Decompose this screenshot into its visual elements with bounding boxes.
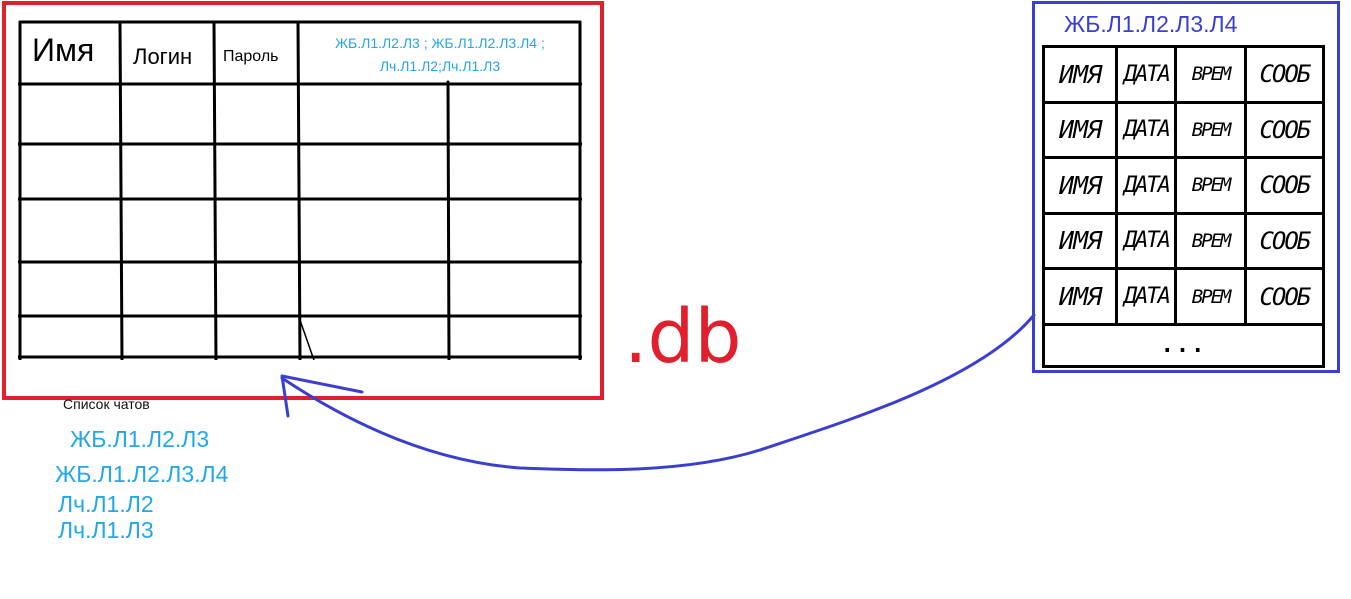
cell-message: СООБ <box>1243 156 1326 215</box>
chat-file-title: ЖБ.Л1.Л2.Л3.Л4 <box>1064 11 1238 37</box>
cell-time: ВРЕМ <box>1174 156 1247 215</box>
cell-message: СООБ <box>1243 100 1326 160</box>
cell-name: ИМЯ <box>1041 45 1119 104</box>
cell-time: ВРЕМ <box>1174 267 1247 326</box>
grid-line <box>299 319 315 360</box>
chat-list-item: Лч.Л1.Л2 <box>58 491 154 517</box>
cell-date: ДАТА <box>1115 100 1178 160</box>
grid-line <box>212 20 218 360</box>
table-row: ИМЯ ДАТА ВРЕМ СООБ <box>1041 267 1326 326</box>
chat-messages-table: ИМЯ ДАТА ВРЕМ СООБ ИМЯ ДАТА ВРЕМ СООБ ИМ… <box>1041 45 1326 369</box>
cell-date: ДАТА <box>1115 156 1178 215</box>
cell-date: ДАТА <box>1115 267 1178 326</box>
cell-name: ИМЯ <box>1041 100 1119 160</box>
column-header-chats: ЖБ.Л1.Л2.Л3 ; ЖБ.Л1.Л2.Л3.Л4 ; Лч.Л1.Л2;… <box>335 35 545 74</box>
column-header-login: Логин <box>133 44 193 69</box>
cell-time: ВРЕМ <box>1174 100 1247 160</box>
cell-message: СООБ <box>1243 45 1326 104</box>
db-extension-label: .db <box>624 294 742 380</box>
cell-name: ИМЯ <box>1041 156 1119 215</box>
chat-list-item: ЖБ.Л1.Л2.Л3.Л4 <box>55 461 229 487</box>
cell-time: ВРЕМ <box>1174 45 1247 104</box>
cell-message: СООБ <box>1243 211 1326 271</box>
table-row: ИМЯ ДАТА ВРЕМ СООБ <box>1041 156 1326 215</box>
table-row: ИМЯ ДАТА ВРЕМ СООБ <box>1041 211 1326 271</box>
cell-message: СООБ <box>1243 267 1326 326</box>
cell-name: ИМЯ <box>1041 211 1119 271</box>
cell-name: ИМЯ <box>1041 267 1119 326</box>
column-header-name: Имя <box>32 32 95 68</box>
grid-line <box>118 20 124 360</box>
table-row: ИМЯ ДАТА ВРЕМ СООБ <box>1041 100 1326 160</box>
cell-date: ДАТА <box>1115 211 1178 271</box>
cell-time: ВРЕМ <box>1174 211 1247 271</box>
table-row-more: ... <box>1042 322 1325 369</box>
table-row: ИМЯ ДАТА ВРЕМ СООБ <box>1041 45 1326 104</box>
column-header-password: Пароль <box>223 48 279 65</box>
chat-list-item: ЖБ.Л1.Л2.Л3 <box>70 426 210 452</box>
ellipsis: ... <box>1042 322 1325 369</box>
chat-file-frame <box>1032 1 1340 373</box>
chat-list-item: Лч.Л1.Л3 <box>58 517 154 543</box>
grid-line <box>446 80 451 360</box>
cell-date: ДАТА <box>1115 45 1178 104</box>
chat-list-title: Список чатов <box>63 396 150 412</box>
grid-line <box>296 20 302 360</box>
